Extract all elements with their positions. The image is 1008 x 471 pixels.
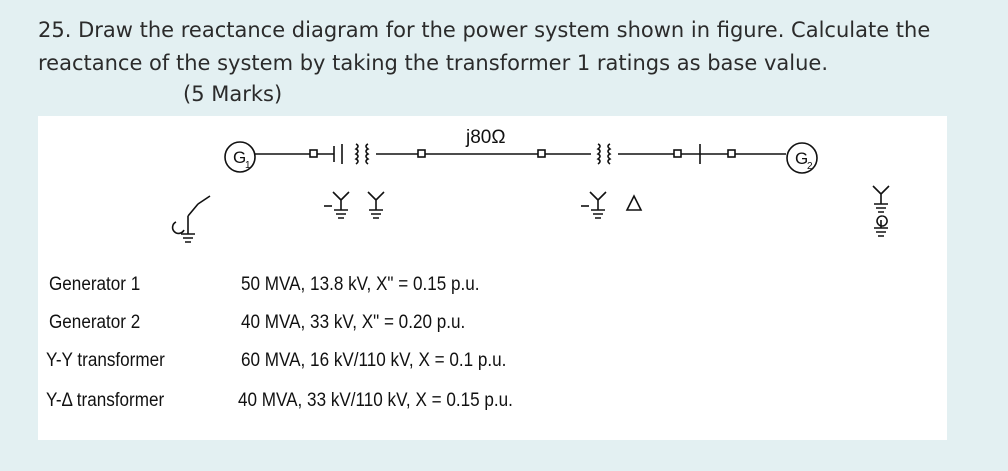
rating-value-yy-transformer: 60 MVA, 16 kV/110 kV, X = 0.1 p.u.	[241, 350, 507, 371]
generator-2-symbol	[786, 142, 818, 174]
gen2-subscript: 2	[807, 161, 813, 172]
rating-label-gen1: Generator 1	[49, 274, 141, 295]
bus-5-symbol	[727, 149, 736, 158]
bus-4-symbol	[673, 149, 682, 158]
transformer-1-secondary-wye	[367, 191, 385, 219]
bus-2-symbol	[417, 149, 426, 158]
transformer-2-symbol	[596, 143, 601, 165]
gen2-label: G	[795, 149, 808, 168]
rating-label-yy-transformer: Y-Y transformer	[46, 350, 165, 371]
generator-1-ground-symbol	[181, 195, 211, 243]
marks-label: (5 Marks)	[183, 82, 283, 106]
gen1-label: G	[233, 148, 246, 167]
bus-3-symbol	[537, 149, 546, 158]
figure-panel: G 1 G 2 j80Ω Generator 1 50 MVA, 13.8 kV…	[38, 116, 947, 440]
rating-label-ydelta-transformer: Y-Δ transformer	[46, 390, 165, 411]
question-text: 25. Draw the reactance diagram for the p…	[38, 18, 931, 75]
transformer-2-wye	[589, 191, 607, 219]
transformer-2-delta	[625, 194, 643, 211]
gen1-subscript: 1	[245, 160, 251, 171]
rating-value-gen1: 50 MVA, 13.8 kV, X" = 0.15 p.u.	[241, 274, 480, 295]
rating-value-ydelta-transformer: 40 MVA, 33 kV/110 kV, X = 0.15 p.u.	[238, 390, 513, 411]
generator-1-symbol	[224, 141, 256, 173]
rating-label-gen2: Generator 2	[49, 312, 141, 333]
transformer-1-symbol	[333, 144, 343, 164]
one-line-diagram: G 1 G 2 j80Ω	[171, 127, 890, 243]
bus-1-symbol	[309, 149, 318, 158]
generator-2-ground-symbol	[872, 185, 890, 213]
transformer-1-primary-wye	[332, 191, 350, 219]
rating-value-gen2: 40 MVA, 33 kV, X" = 0.20 p.u.	[241, 312, 466, 333]
line-impedance-label: j80Ω	[465, 127, 506, 148]
